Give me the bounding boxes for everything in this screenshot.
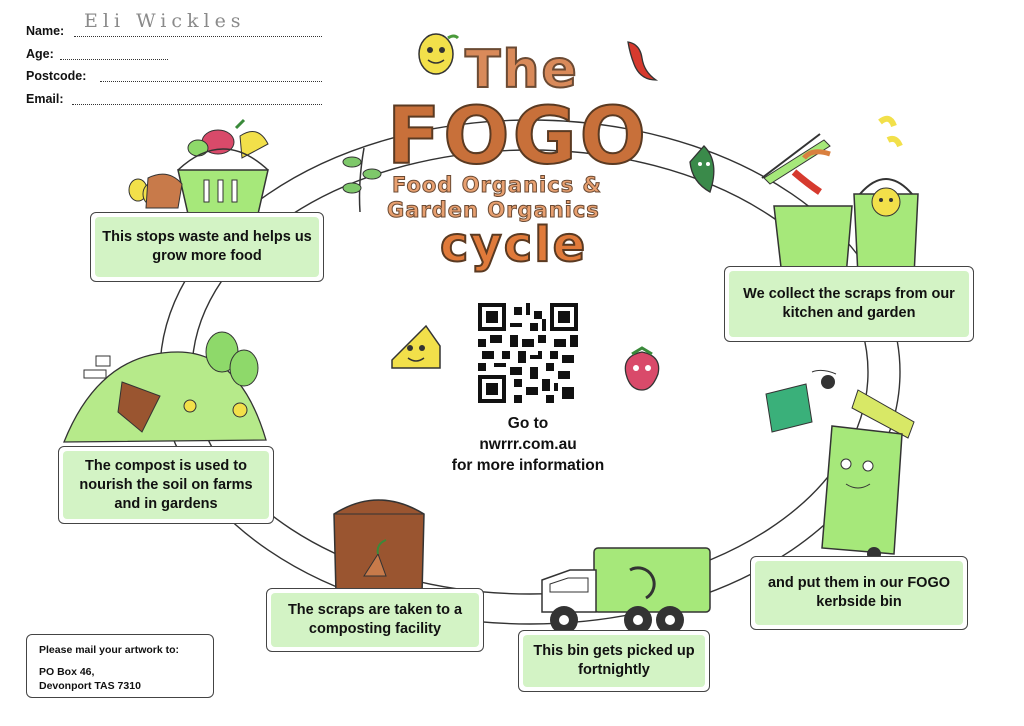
step-collect-scraps: We collect the scraps from our kitchen a…: [724, 266, 974, 342]
step-compost-used: The compost is used to nourish the soil …: [58, 446, 274, 524]
goto-line1: Go to: [507, 415, 549, 432]
mail-address-box: Please mail your artwork to: PO Box 46, …: [26, 634, 214, 698]
postcode-label: Postcode:: [26, 69, 87, 83]
title-garden-organics: Garden Organics: [387, 198, 600, 223]
farm-hill-illustration: [63, 331, 267, 443]
step-composting-facility: The scraps are taken to a composting fac…: [266, 588, 484, 652]
name-handwriting: Eli Wickles: [84, 10, 246, 32]
kitchen-caddy-illustration: [761, 115, 919, 277]
title-food-organics: Food Organics &: [392, 173, 602, 198]
more-info-text: Go to nwrrr.com.au for more information: [420, 413, 636, 476]
name-label: Name:: [26, 24, 65, 38]
mail-line1: PO Box 46,: [39, 666, 95, 678]
title-fogo: FOGO: [386, 91, 649, 183]
title-cycle: cycle: [439, 216, 588, 274]
lemon-face-icon: [418, 33, 460, 75]
collection-truck-illustration: [541, 547, 711, 634]
age-field[interactable]: [60, 59, 168, 60]
cheese-face-icon: [391, 324, 441, 369]
email-label: Email:: [26, 92, 64, 106]
step-fortnightly-pickup: This bin gets picked up fortnightly: [518, 630, 710, 692]
kerbside-bin-illustration: [765, 369, 915, 561]
food-basket-illustration: [128, 118, 269, 215]
age-label: Age:: [26, 47, 54, 61]
qr-code[interactable]: [478, 303, 578, 403]
website-link[interactable]: nwrrr.com.au: [479, 436, 577, 453]
step-kerbside-bin: and put them in our FOGO kerbside bin: [750, 556, 968, 630]
mail-line2: Devonport TAS 7310: [39, 680, 141, 692]
email-field[interactable]: [72, 104, 322, 105]
postcode-field[interactable]: [100, 81, 322, 82]
strawberry-face-icon: [624, 346, 660, 391]
compost-bag-illustration: [333, 499, 425, 595]
mail-title: Please mail your artwork to:: [39, 644, 180, 656]
title-the: The: [464, 39, 579, 101]
herb-sprig-icon: [342, 147, 382, 213]
goto-line3: for more information: [451, 457, 605, 474]
name-field[interactable]: [74, 36, 322, 37]
leaf-face-icon: [689, 145, 715, 193]
chilli-icon: [627, 41, 659, 81]
step-stops-waste: This stops waste and helps us grow more …: [90, 212, 324, 282]
